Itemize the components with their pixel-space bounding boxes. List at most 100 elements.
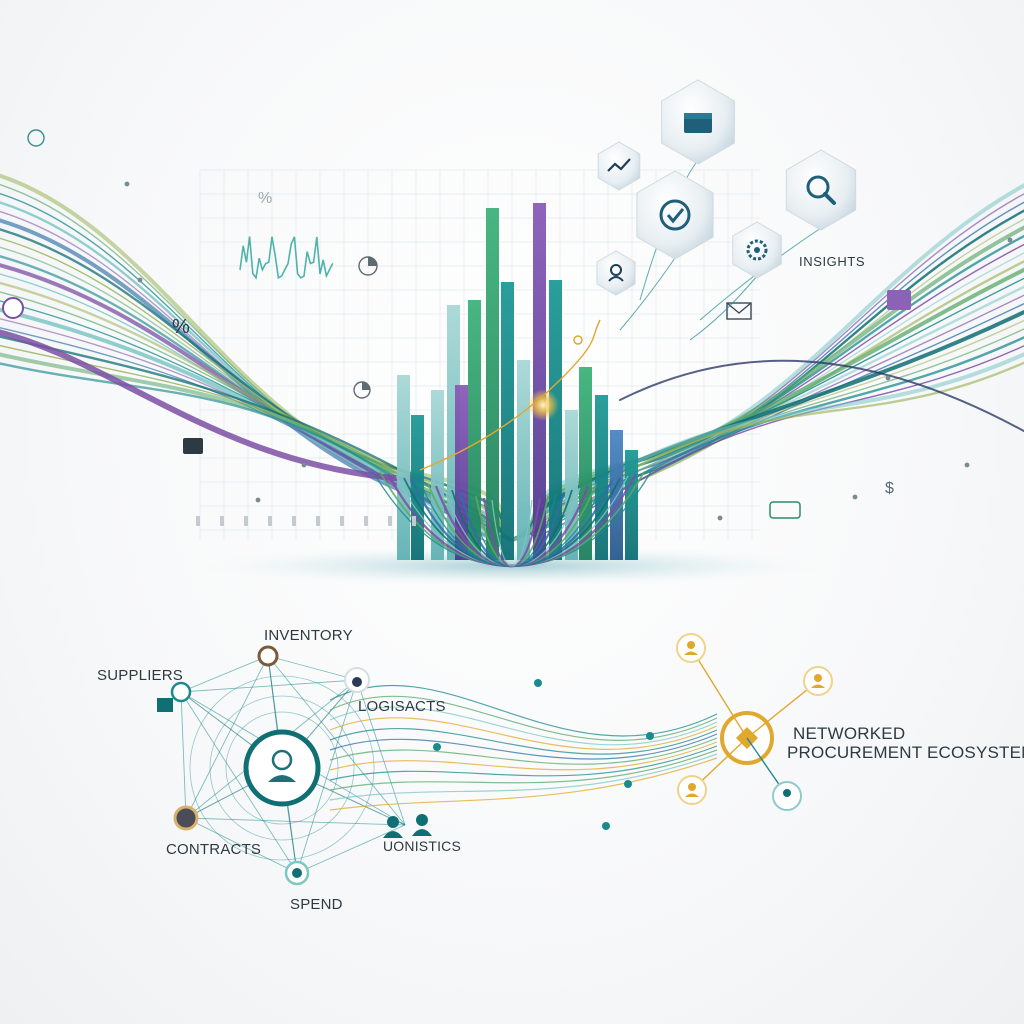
network-link bbox=[296, 679, 358, 874]
insight-hexagons bbox=[596, 79, 857, 341]
flow-curve bbox=[329, 733, 718, 760]
network-link bbox=[185, 817, 298, 874]
user-body bbox=[684, 651, 698, 655]
scatter-dot bbox=[852, 494, 858, 500]
user-icon bbox=[387, 816, 399, 828]
chart-bar bbox=[595, 395, 608, 560]
magnifier-icon bbox=[806, 175, 830, 199]
inventory-node bbox=[257, 645, 279, 667]
user-body bbox=[811, 684, 825, 688]
scatter-dot bbox=[301, 462, 307, 468]
tick-mark bbox=[364, 516, 368, 526]
ecosystem-label-line2: PROCUREMENT ECOSYSTEM bbox=[787, 743, 1024, 762]
trend-line bbox=[419, 319, 601, 471]
flow-dot bbox=[534, 679, 542, 687]
user-icon bbox=[783, 789, 791, 797]
network-link bbox=[356, 679, 406, 826]
scatter-dot bbox=[255, 497, 261, 503]
flow-curve bbox=[329, 741, 718, 771]
hex-connector bbox=[689, 275, 758, 341]
envelope-flap bbox=[726, 302, 752, 314]
contracts-label: CONTRACTS bbox=[166, 841, 262, 858]
scatter-dot bbox=[137, 277, 143, 283]
scatter-dot bbox=[964, 462, 970, 468]
user-icon bbox=[271, 749, 293, 771]
money-bag-icon bbox=[27, 129, 45, 147]
network-link bbox=[267, 655, 358, 681]
tick-mark bbox=[268, 516, 272, 526]
bar-cluster bbox=[397, 203, 638, 560]
suppliers-node bbox=[170, 681, 192, 703]
chart-bar bbox=[397, 375, 410, 560]
envelope-icon bbox=[726, 302, 752, 320]
ecosystem-link bbox=[690, 647, 748, 739]
insight-hexagon bbox=[596, 250, 636, 296]
spend-label: SPEND bbox=[290, 896, 343, 913]
tick-mark bbox=[220, 516, 224, 526]
user-icon bbox=[814, 674, 822, 682]
chart-bar bbox=[533, 203, 546, 560]
left-ribbon-bold bbox=[0, 329, 423, 483]
right-ribbon-bold bbox=[619, 359, 1024, 433]
tick-mark bbox=[340, 516, 344, 526]
chart-bar bbox=[501, 282, 514, 560]
user-icon bbox=[688, 783, 696, 791]
user-icon bbox=[687, 641, 695, 649]
money-bag-icon bbox=[2, 297, 24, 319]
flow-curve bbox=[329, 745, 718, 781]
user-icon bbox=[610, 264, 622, 276]
scatter-dot bbox=[885, 375, 891, 381]
chart-bar bbox=[565, 410, 578, 560]
user-body bbox=[383, 831, 403, 838]
flow-curve bbox=[329, 737, 718, 765]
scatter-dot bbox=[717, 515, 723, 521]
percent-glyph: % bbox=[172, 316, 190, 338]
spend-node-core bbox=[292, 868, 302, 878]
background-decorations bbox=[2, 129, 1013, 526]
procurement-network bbox=[157, 633, 833, 886]
flow-curve bbox=[329, 706, 718, 746]
checkmark-icon bbox=[659, 199, 691, 231]
left-ribbon bbox=[0, 335, 514, 542]
flow-curve bbox=[329, 757, 718, 811]
flow-curve bbox=[329, 684, 718, 737]
suppliers-label: SUPPLIERS bbox=[97, 667, 183, 684]
hub-orbit bbox=[189, 675, 375, 861]
tick-mark bbox=[388, 516, 392, 526]
contracts-node bbox=[173, 805, 199, 831]
hub-orbit bbox=[209, 695, 355, 841]
suppliers-icon bbox=[157, 698, 173, 712]
scatter-dot bbox=[124, 181, 130, 187]
scatter-dot bbox=[1007, 237, 1013, 243]
insight-hexagon bbox=[636, 170, 714, 260]
tick-mark bbox=[412, 516, 416, 526]
logistics-label-upper: LOGISACTS bbox=[358, 698, 446, 715]
user-body bbox=[268, 775, 296, 782]
pie-slice bbox=[362, 382, 370, 390]
network-link bbox=[185, 817, 406, 826]
tick-mark bbox=[316, 516, 320, 526]
checkmark-stroke bbox=[666, 208, 685, 224]
network-link bbox=[180, 691, 298, 874]
flow-dot bbox=[433, 743, 441, 751]
chart-bar bbox=[486, 208, 499, 560]
network-link bbox=[296, 824, 406, 874]
ecosystem-label-line1: NETWORKED bbox=[793, 724, 906, 743]
tick-mark bbox=[292, 516, 296, 526]
paw-icon bbox=[352, 677, 362, 687]
box-lid bbox=[684, 113, 712, 119]
flow-dot bbox=[624, 780, 632, 788]
network-link bbox=[180, 679, 358, 693]
dollar-glyph: $ bbox=[885, 480, 895, 497]
ecosystem-link bbox=[746, 680, 819, 739]
trend-icon bbox=[607, 158, 631, 172]
user-icon bbox=[416, 814, 428, 826]
chart-bar bbox=[455, 385, 468, 560]
tick-mark bbox=[244, 516, 248, 526]
mini-line-chart bbox=[239, 236, 334, 280]
gear-hub bbox=[754, 247, 760, 253]
network-link bbox=[180, 691, 187, 819]
user-body bbox=[412, 829, 432, 836]
bowl-curve bbox=[491, 499, 533, 567]
